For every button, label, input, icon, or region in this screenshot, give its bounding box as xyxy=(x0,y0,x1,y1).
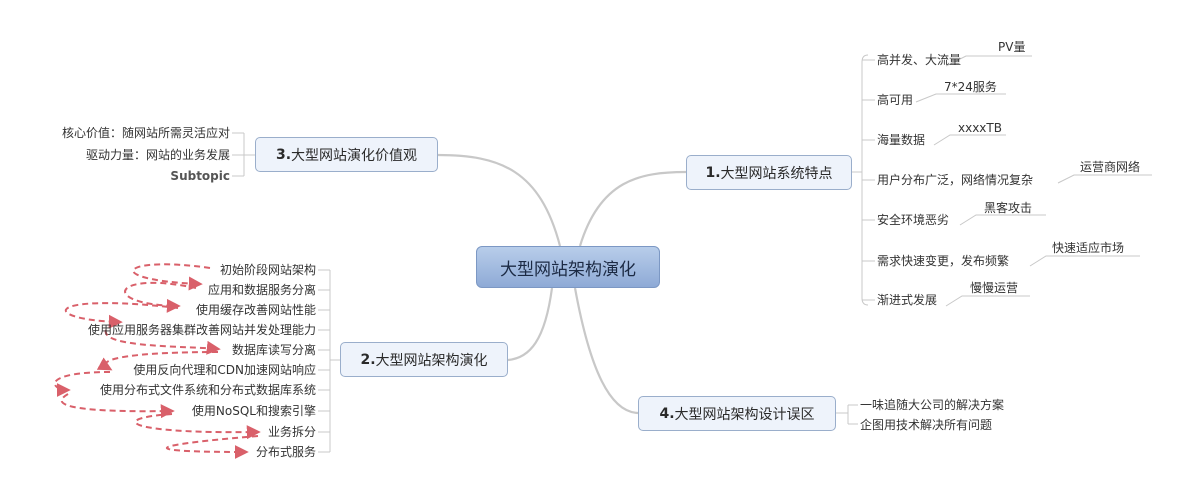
relationship-arrow xyxy=(166,435,259,459)
subtopic-b1-5[interactable]: 安全环境恶劣 xyxy=(877,213,950,227)
relationship-arrow xyxy=(60,393,175,419)
relationship-arrow xyxy=(64,302,179,329)
subtopic-b1-7[interactable]: 渐进式发展 xyxy=(877,293,938,307)
subtopic-b4-1[interactable]: 一味追随大公司的解决方案 xyxy=(860,398,1005,412)
subtopic-b2-9[interactable]: 业务拆分 xyxy=(267,425,316,439)
connector-b3 xyxy=(437,153,562,247)
subtopic-b3-3[interactable]: Subtopic xyxy=(170,169,230,183)
topic-b2[interactable]: 2.大型网站架构演化 xyxy=(340,342,508,377)
callout-b1-4[interactable]: 运营商网络 xyxy=(1080,160,1141,174)
connector-b4 xyxy=(573,287,639,415)
connector-b2 xyxy=(507,287,554,362)
topic-b4-title: 大型网站架构设计误区 xyxy=(674,406,815,423)
topic-b2-number: 2. xyxy=(360,351,376,368)
topic-b2-title: 大型网站架构演化 xyxy=(375,352,488,369)
subtopic-b1-3[interactable]: 海量数据 xyxy=(877,133,926,147)
callout-b1-2[interactable]: 7*24服务 xyxy=(944,80,997,94)
topic-b4-number: 4. xyxy=(659,405,675,422)
subtopic-b3-2[interactable]: 驱动力量：网站的业务发展 xyxy=(85,148,230,162)
topic-b4[interactable]: 4.大型网站架构设计误区 xyxy=(638,396,836,431)
subtopic-b2-5[interactable]: 数据库读写分离 xyxy=(231,343,316,357)
topic-b3-title: 大型网站演化价值观 xyxy=(291,147,418,164)
subtopic-b2-7[interactable]: 使用分布式文件系统和分布式数据库系统 xyxy=(99,383,316,397)
subtopic-b1-2[interactable]: 高可用 xyxy=(877,93,914,107)
relationship-arrow xyxy=(134,413,261,440)
subtopic-b1-1[interactable]: 高并发、大流量 xyxy=(877,53,962,67)
callout-b1-3[interactable]: xxxxTB xyxy=(958,121,1002,135)
subtopic-b2-10[interactable]: 分布式服务 xyxy=(255,445,316,459)
topic-b1-title: 大型网站系统特点 xyxy=(720,165,833,182)
subtopic-b4-2[interactable]: 企图用技术解决所有问题 xyxy=(860,418,993,432)
relationship-arrow xyxy=(104,329,221,355)
relationship-arrow xyxy=(96,351,219,371)
topic-b3[interactable]: 3.大型网站演化价值观 xyxy=(255,137,438,172)
topic-b1[interactable]: 1.大型网站系统特点 xyxy=(686,155,852,190)
relationship-arrow xyxy=(53,371,111,397)
subtopic-b2-1[interactable]: 初始阶段网站架构 xyxy=(219,263,316,277)
connector-b1 xyxy=(578,170,687,247)
subtopic-b1-4[interactable]: 用户分布广泛，网络情况复杂 xyxy=(877,173,1034,187)
subtopic-b2-3[interactable]: 使用缓存改善网站性能 xyxy=(195,303,316,317)
relationship-arrow xyxy=(124,281,197,313)
subtopic-b2-4[interactable]: 使用应用服务器集群改善网站并发处理能力 xyxy=(87,323,316,337)
topic-b1-number: 1. xyxy=(705,164,721,181)
subtopic-b2-6[interactable]: 使用反向代理和CDN加速网站响应 xyxy=(133,363,316,377)
callout-b1-6[interactable]: 快速适应市场 xyxy=(1052,241,1125,255)
topic-b3-number: 3. xyxy=(275,146,292,163)
callout-b1-1[interactable]: PV量 xyxy=(998,40,1026,54)
subtopic-b2-8[interactable]: 使用NoSQL和搜索引擎 xyxy=(191,404,316,418)
callout-b1-7[interactable]: 慢慢运营 xyxy=(970,281,1019,295)
subtopic-b1-6[interactable]: 需求快速变更，发布频繁 xyxy=(877,254,1010,268)
subtopic-b2-2[interactable]: 应用和数据服务分离 xyxy=(207,283,316,297)
subtopic-b3-1[interactable]: 核心价值：随网站所需灵活应对 xyxy=(61,126,230,140)
callout-b1-5[interactable]: 黑客攻击 xyxy=(984,201,1033,215)
central-topic[interactable]: 大型网站架构演化 xyxy=(476,246,660,288)
